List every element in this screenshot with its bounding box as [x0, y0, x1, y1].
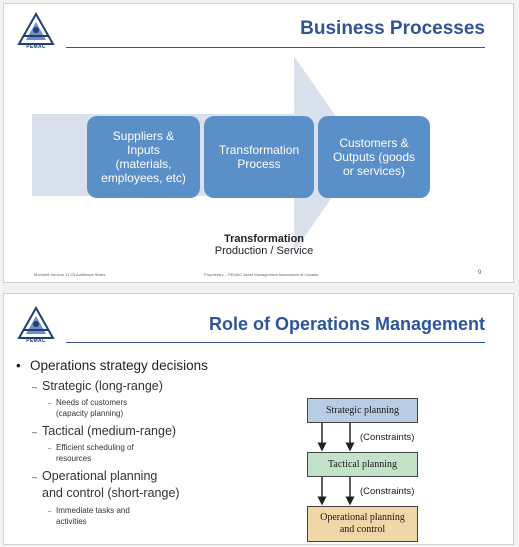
strategic-detail: –Needs of customers (capacity planning) [48, 398, 127, 419]
detail-line: Immediate tasks and [56, 506, 130, 515]
strategic-item: –Strategic (long-range) [32, 379, 163, 393]
logo-text: PEMAC [26, 44, 46, 50]
slide-title: Role of Operations Management [208, 314, 485, 334]
strategic-planning-box: Strategic planning [307, 398, 418, 423]
box-line: or services) [342, 164, 405, 178]
caption-bold: Transformation [223, 233, 305, 245]
box-line: Inputs [127, 143, 160, 157]
bullet-text: Operations strategy decisions [30, 358, 208, 373]
bullet-main: • Operations strategy decisions [16, 358, 208, 373]
slide-business-processes: PEMAC Business Processes Suppliers & Inp… [3, 3, 514, 283]
title-rule [66, 342, 485, 343]
bullet-dot-icon: • [16, 358, 21, 373]
tactical-detail: –Efficient scheduling of resources [48, 443, 134, 464]
box-line: Outputs (goods [332, 150, 416, 164]
tactical-item: –Tactical (medium-range) [32, 424, 176, 438]
strategic-text: Strategic (long-range) [42, 379, 163, 393]
dash-icon: – [48, 401, 52, 407]
dash-icon: – [32, 472, 38, 482]
box-line: Transformation [218, 143, 300, 157]
operational-text: Operational planning [42, 469, 158, 483]
suppliers-inputs-box: Suppliers & Inputs (materials, employees… [87, 116, 200, 198]
box-line: Suppliers & [112, 129, 175, 143]
dash-icon: – [48, 446, 52, 452]
constraints-label: (Constraints) [360, 486, 415, 497]
slide-role-of-operations: PEMAC Role of Operations Management • Ope… [3, 293, 514, 545]
constraints-label: (Constraints) [360, 432, 415, 443]
box-line: Customers & [339, 136, 409, 150]
operational-detail: –Immediate tasks and activities [48, 506, 130, 527]
box-line: (materials, [115, 157, 172, 171]
footer-left: Module8-Version 11-03 Additional Slides [34, 272, 106, 277]
logo-text: PEMAC [26, 338, 46, 344]
detail-line: activities [56, 517, 87, 526]
pemac-logo-icon [17, 306, 55, 339]
tactical-text: Tactical (medium-range) [42, 424, 177, 438]
operational-planning-box: Operational planning and control [307, 506, 418, 542]
operational-item: –Operational planning and control (short… [32, 468, 180, 501]
page-number: 9 [478, 270, 482, 276]
caption-text: Production / Service [214, 245, 314, 257]
detail-line: resources [56, 454, 92, 463]
detail-line: Needs of customers [56, 398, 128, 407]
customers-outputs-box: Customers & Outputs (goods or services) [318, 116, 430, 198]
dash-icon: – [32, 382, 38, 392]
transformation-process-box: Transformation Process [204, 116, 314, 198]
tactical-planning-box: Tactical planning [307, 452, 418, 477]
box-line: and control [339, 524, 386, 535]
dash-icon: – [48, 509, 52, 515]
flow-arrows [317, 423, 355, 506]
operational-text: and control (short-range) [42, 486, 180, 500]
box-line: Operational planning [320, 512, 405, 523]
transformation-caption: Transformation Production / Service [184, 233, 344, 257]
title-rule [66, 47, 485, 48]
pemac-logo-icon [17, 12, 55, 45]
detail-line: Efficient scheduling of [56, 443, 134, 452]
footer-center: Proprietary – PEMAC Asset Management Ass… [204, 272, 319, 277]
box-line: Process [237, 157, 281, 171]
slide-title: Business Processes [300, 18, 485, 39]
detail-line: (capacity planning) [56, 409, 124, 418]
dash-icon: – [32, 427, 38, 437]
box-line: employees, etc) [101, 171, 186, 185]
